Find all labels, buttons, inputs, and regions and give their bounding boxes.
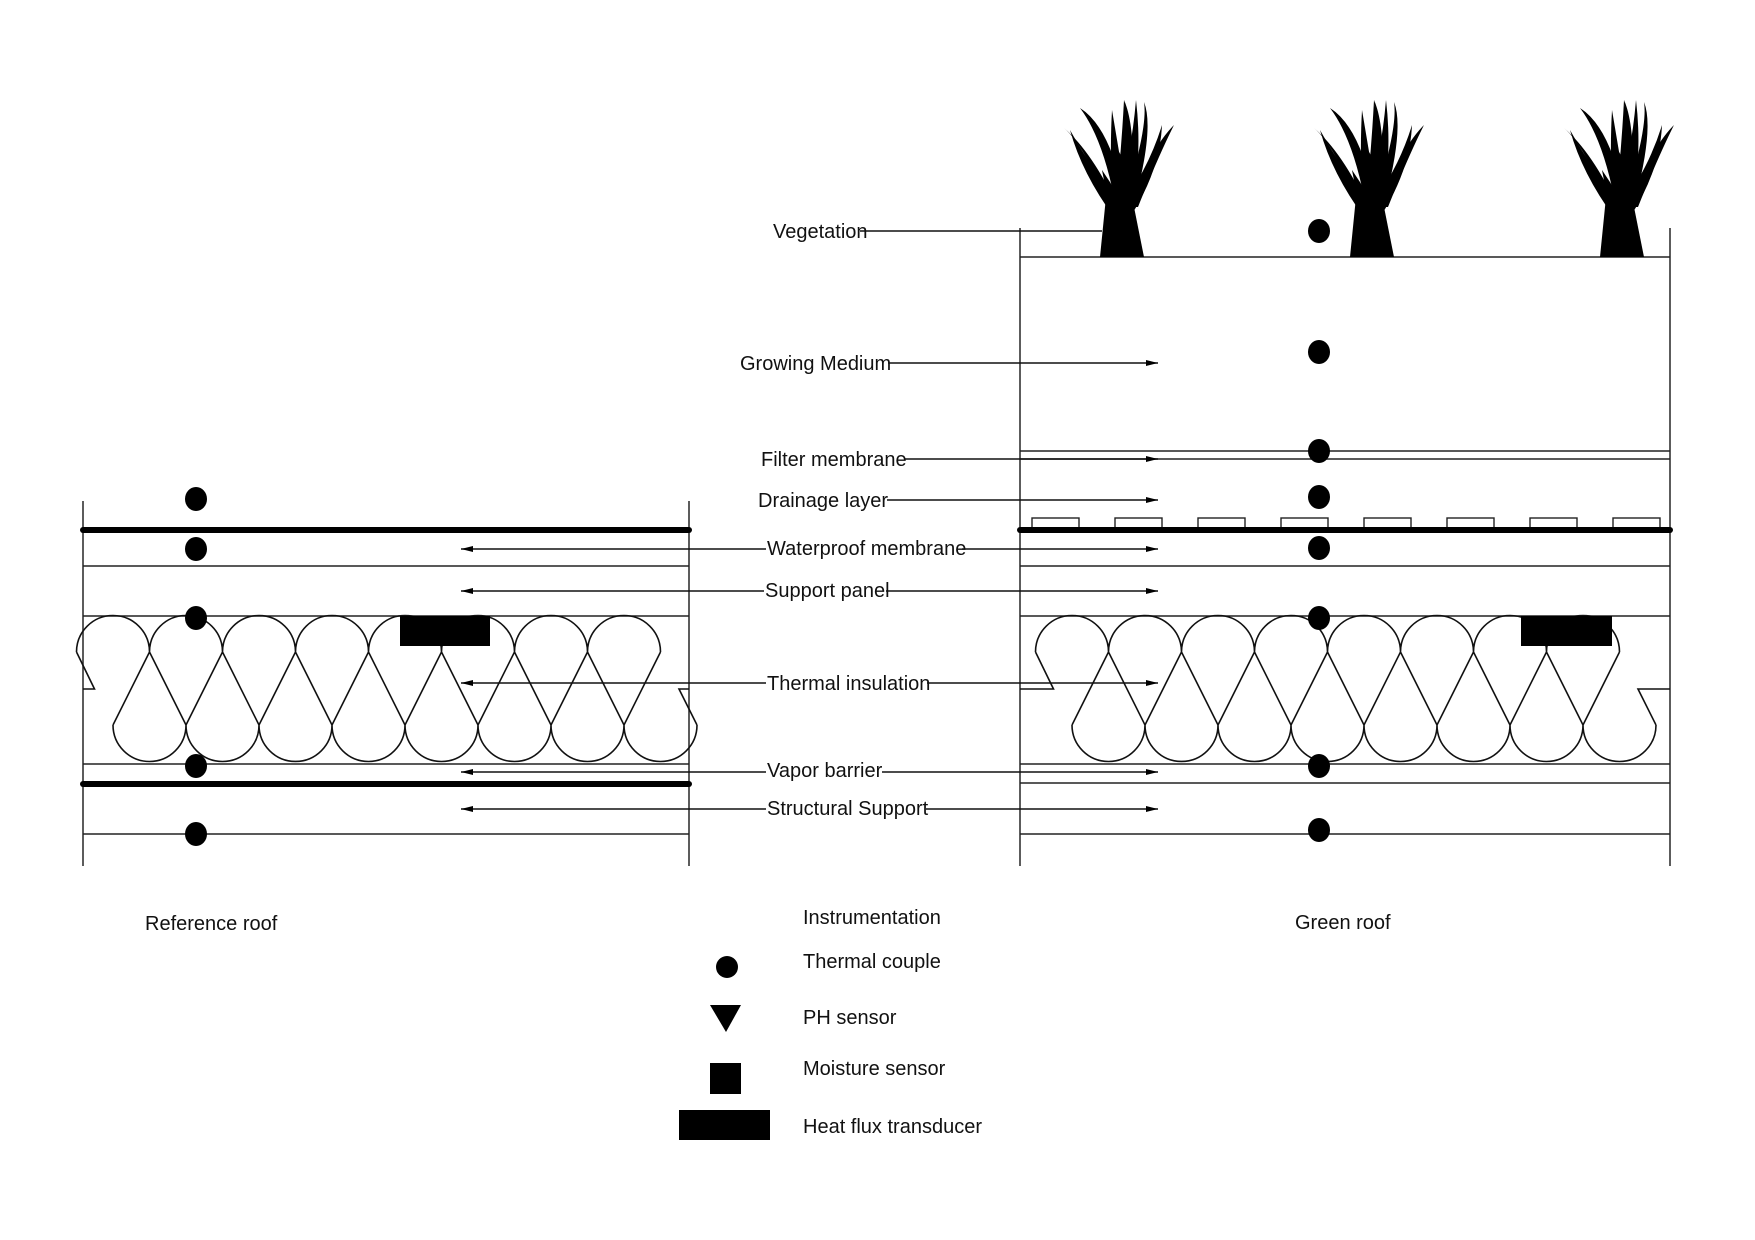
grass-clump-icon <box>1564 100 1674 257</box>
layer-labels: Vegetation Growing Medium Filter membran… <box>461 221 1158 820</box>
reference-thermal-insulation <box>75 614 698 763</box>
ph-sensor-legend-icon <box>710 1005 741 1032</box>
drainage-cell <box>1280 517 1329 529</box>
green-heat-flux-transducer <box>1521 616 1612 646</box>
label-vapor-barrier: Vapor barrier <box>767 760 883 782</box>
thermal-couple-marker <box>1308 536 1330 560</box>
label-drainage-layer: Drainage layer <box>758 490 888 512</box>
thermal-couple-legend-icon <box>716 956 738 978</box>
thermal-couple-marker <box>1308 340 1330 364</box>
insulation-loops <box>75 614 698 763</box>
label-waterproof-membrane: Waterproof membrane <box>767 538 966 560</box>
thermal-couple-marker <box>1308 754 1330 778</box>
label-structural-support: Structural Support <box>767 798 929 820</box>
legend-label-ph-sensor: PH sensor <box>803 1007 897 1029</box>
label-vegetation: Vegetation <box>773 221 868 243</box>
heat-flux-transducer-legend-icon <box>679 1110 770 1140</box>
moisture-sensor-legend-icon <box>710 1063 741 1094</box>
green-roof-title: Green roof <box>1295 912 1391 934</box>
reference-thermal-couples <box>185 487 207 846</box>
insulation-loops <box>1020 614 1670 763</box>
green-thermal-insulation <box>1020 614 1670 763</box>
thermal-couple-marker <box>1308 485 1330 509</box>
thermal-couple-marker <box>185 822 207 846</box>
legend-label-heat-flux-transducer: Heat flux transducer <box>803 1116 982 1138</box>
green-drainage-layer <box>1031 517 1661 529</box>
legend-label-thermal-couple: Thermal couple <box>803 951 941 973</box>
thermal-couple-marker <box>185 537 207 561</box>
reference-roof: Reference roof <box>75 487 698 935</box>
drainage-cell <box>1446 517 1495 529</box>
legend-title: Instrumentation <box>803 907 941 929</box>
thermal-couple-marker <box>1308 439 1330 463</box>
label-support-panel: Support panel <box>765 580 890 602</box>
grass-clump-icon <box>1314 100 1424 257</box>
thermal-couple-marker <box>185 754 207 778</box>
label-thermal-insulation: Thermal insulation <box>767 673 930 695</box>
drainage-cell <box>1197 517 1246 529</box>
green-roof: Green roof <box>1017 100 1674 934</box>
grass-clump-icon <box>1064 100 1174 257</box>
drainage-cell <box>1363 517 1412 529</box>
drainage-cell <box>1529 517 1578 529</box>
label-filter-membrane: Filter membrane <box>761 449 907 471</box>
reference-heat-flux-transducer <box>400 616 490 646</box>
reference-roof-title: Reference roof <box>145 913 278 935</box>
drainage-cell <box>1612 517 1661 529</box>
thermal-couple-marker <box>1308 219 1330 243</box>
thermal-couple-marker <box>185 606 207 630</box>
thermal-couple-marker <box>185 487 207 511</box>
label-growing-medium: Growing Medium <box>740 353 891 375</box>
legend-label-moisture-sensor: Moisture sensor <box>803 1058 946 1080</box>
drainage-cell <box>1114 517 1163 529</box>
thermal-couple-marker <box>1308 606 1330 630</box>
instrumentation-legend: Instrumentation Thermal couple PH sensor… <box>679 907 982 1140</box>
green-thermal-couples <box>1308 219 1330 842</box>
green-vegetation <box>1064 100 1674 257</box>
drainage-cell <box>1031 517 1080 529</box>
thermal-couple-marker <box>1308 818 1330 842</box>
